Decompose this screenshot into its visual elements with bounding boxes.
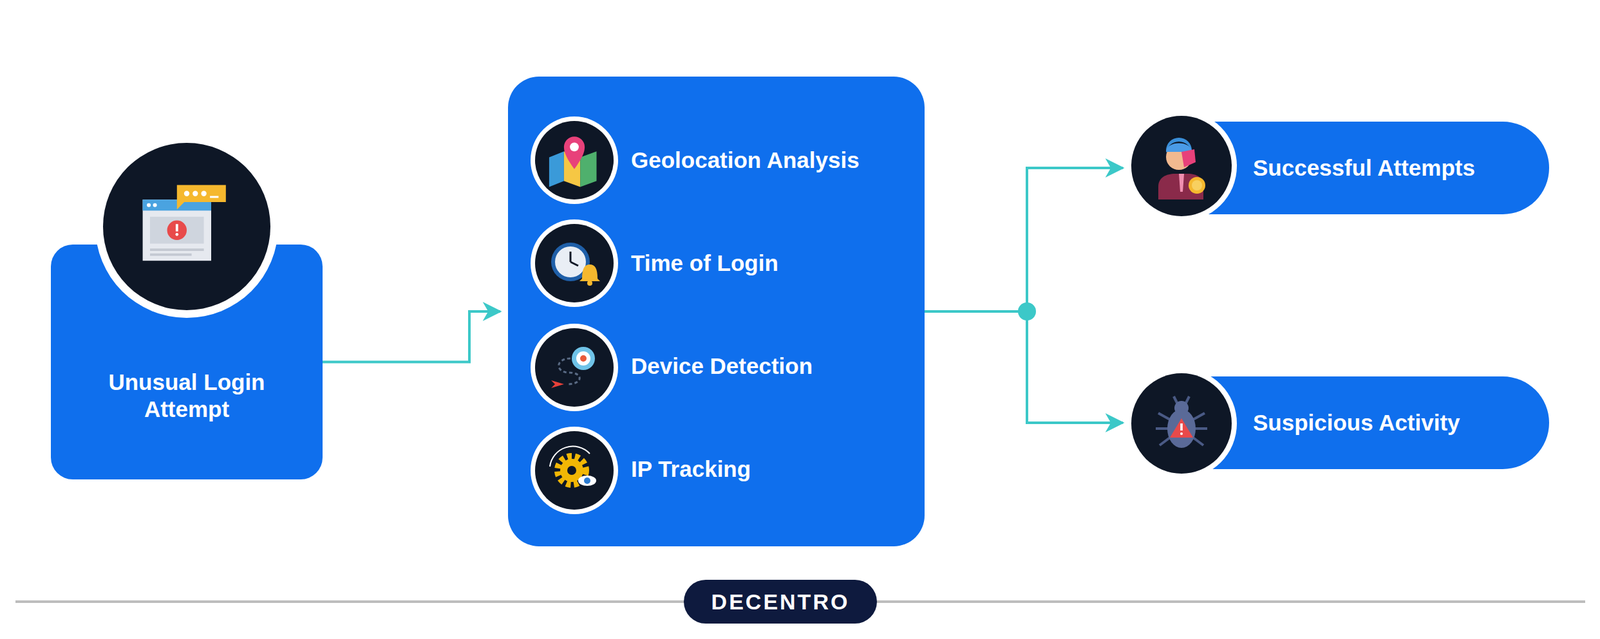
map-pin-icon bbox=[530, 116, 619, 205]
junction-dot bbox=[1017, 302, 1036, 321]
node-label: Suspicious Activity bbox=[1252, 409, 1461, 437]
node-label: Unusual Login Attempt bbox=[90, 368, 284, 424]
start-box: Unusual Login Attempt bbox=[50, 244, 323, 480]
login-alert-icon bbox=[95, 135, 279, 319]
clock-bell-icon bbox=[530, 219, 619, 308]
brand-label: DECENTRO bbox=[711, 589, 850, 615]
gear-eye-icon bbox=[530, 426, 619, 515]
check-label: Device Detection bbox=[630, 314, 906, 418]
check-label: IP Tracking bbox=[630, 417, 906, 521]
flow-arrow bbox=[924, 168, 1123, 312]
flow-arrow bbox=[322, 311, 501, 363]
check-label: Time of Login bbox=[630, 211, 906, 315]
target-device-icon bbox=[530, 323, 619, 412]
node-label: Successful Attempts bbox=[1252, 154, 1476, 182]
outcome-pill: Successful Attempts bbox=[1130, 121, 1550, 215]
masked-person-icon bbox=[1126, 110, 1237, 222]
flow-arrow bbox=[924, 311, 1123, 424]
outcome-pill: Suspicious Activity bbox=[1130, 376, 1550, 470]
check-panel: Geolocation AnalysisTime of LoginDevice … bbox=[508, 76, 925, 547]
bug-warning-icon bbox=[1126, 368, 1237, 480]
logo-pill bbox=[683, 580, 877, 624]
logo-badge: DECENTRO bbox=[711, 589, 850, 615]
check-label: Geolocation Analysis bbox=[630, 108, 906, 212]
